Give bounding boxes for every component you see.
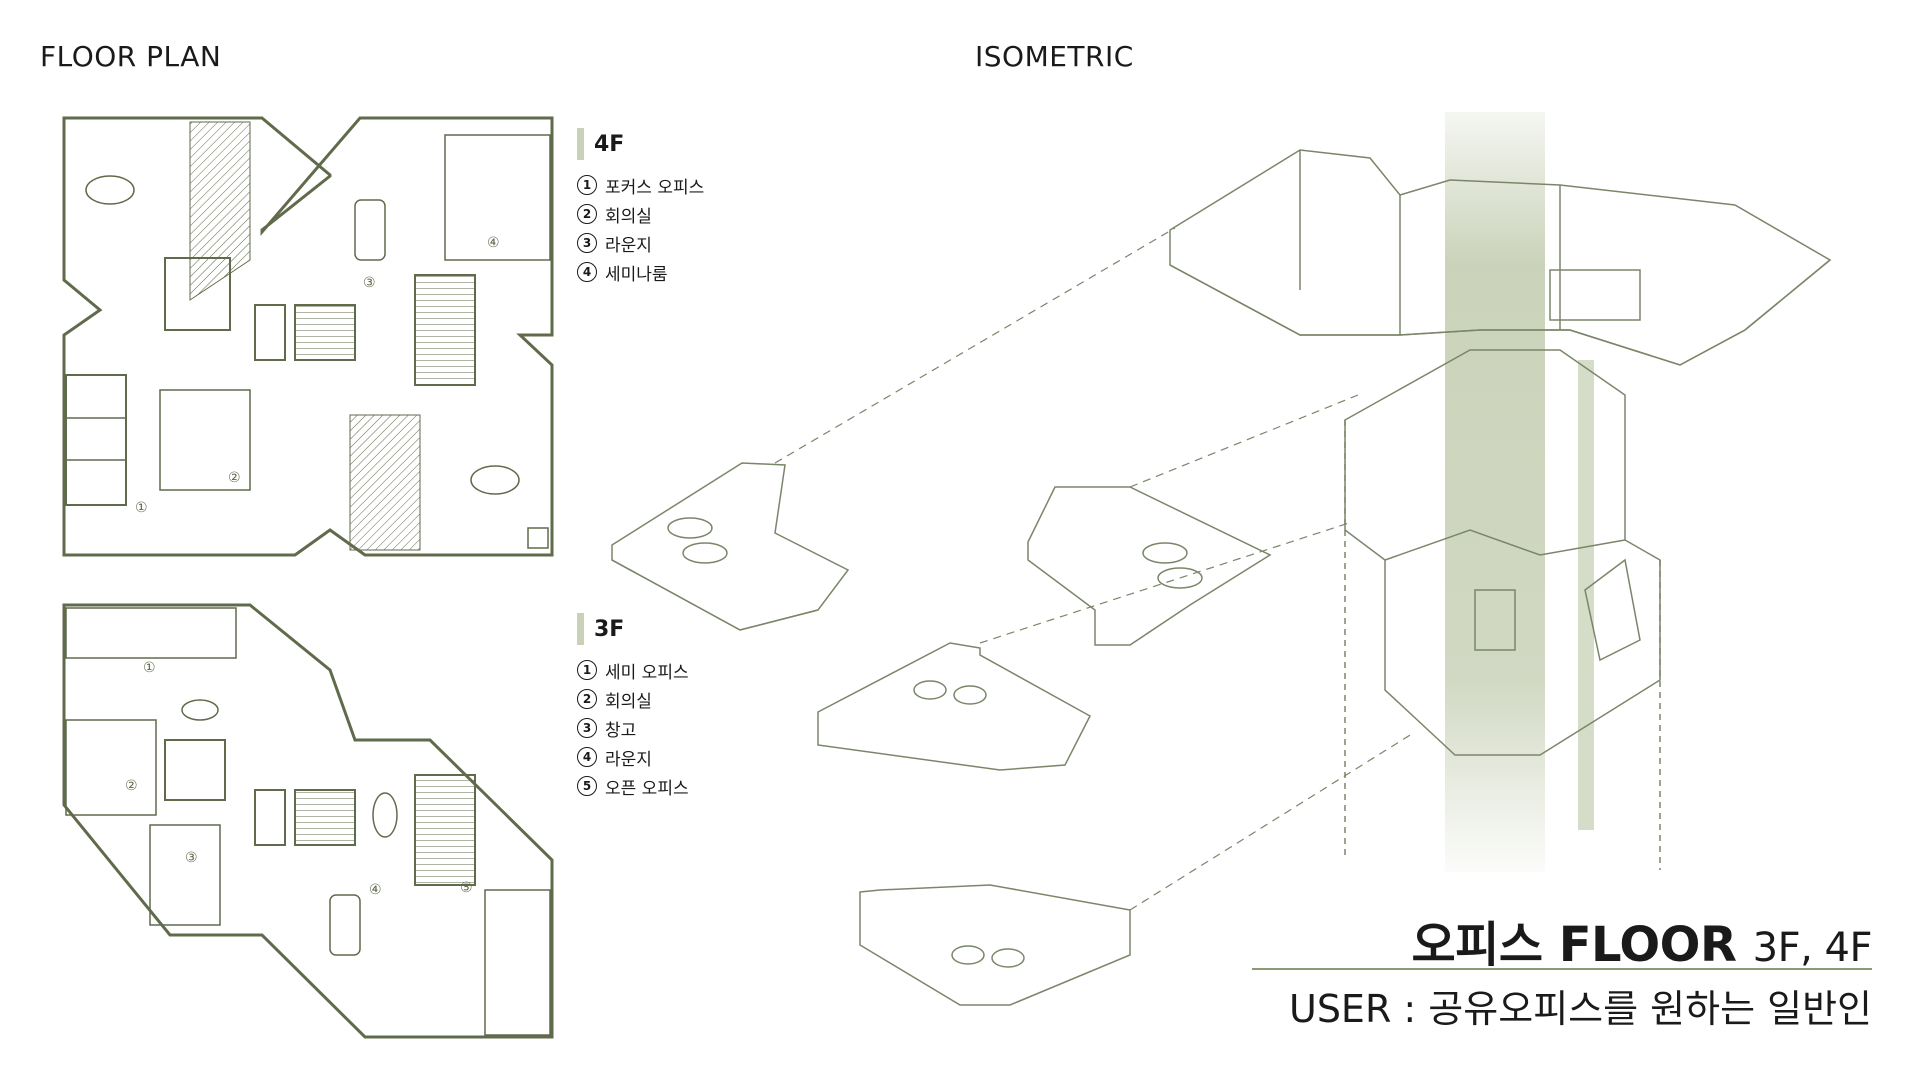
legend-4f-item: 2 회의실 <box>577 203 704 227</box>
caption-user-line: USER : 공유오피스를 원하는 일반인 <box>1289 987 1872 1031</box>
caption-title: 오피스 FLOOR 3F, 4F <box>1412 905 1873 975</box>
floor-plan-4f <box>62 116 554 557</box>
legend-number-badge: 1 <box>577 660 597 680</box>
projection-line-c <box>979 521 1353 644</box>
plan-4f-label-4: ④ <box>487 235 500 251</box>
isometric-heading: ISOMETRIC <box>975 40 1134 73</box>
isometric-slab-a <box>611 462 850 631</box>
legend-number-badge: 3 <box>577 718 597 738</box>
floor-plan-3f-core <box>164 739 226 801</box>
legend-item-label: 회의실 <box>605 206 652 227</box>
legend-item-label: 세미 오피스 <box>605 662 689 683</box>
isometric-shaft <box>1445 112 1545 872</box>
floor-plan-4f-elevator-a <box>254 304 286 361</box>
legend-item-label: 회의실 <box>605 691 652 712</box>
floor-plan-heading: FLOOR PLAN <box>40 40 222 73</box>
legend-3f: 3F 1 세미 오피스 2 회의실 3 창고 4 라운지 5 오픈 오피스 <box>577 613 689 804</box>
legend-number-badge: 2 <box>577 689 597 709</box>
legend-item-label: 오픈 오피스 <box>605 778 689 799</box>
floor-plan-4f-outline <box>62 116 554 557</box>
floor-plan-3f-meeting <box>65 719 157 816</box>
projection-line-b <box>1129 394 1359 488</box>
floor-plan-3f-labels: ① ② ③ ④ ⑤ <box>125 660 473 898</box>
isometric-slab-b <box>1027 486 1272 646</box>
projection-line-a <box>774 227 1176 464</box>
floor-plan-3f-stair <box>414 774 476 886</box>
legend-item-label: 라운지 <box>605 235 652 256</box>
floor-plan-4f-lounge-table-se <box>470 465 520 495</box>
plan-3f-label-5: ⑤ <box>460 880 473 896</box>
floor-plan-4f-shaft-sq <box>527 527 549 549</box>
legend-3f-item: 3 창고 <box>577 717 689 741</box>
floor-plan-4f-hatch-se <box>349 414 421 551</box>
floor-plan-3f <box>62 603 554 1039</box>
legend-3f-header: 3F <box>577 613 689 645</box>
floor-plan-4f-seminar <box>444 134 551 261</box>
floor-plan-4f-counter <box>354 199 386 261</box>
caption-title-main: 오피스 FLOOR <box>1411 917 1737 973</box>
legend-item-label: 세미나룸 <box>605 264 668 285</box>
caption-divider <box>1252 968 1872 970</box>
floor-plan-4f-rooms-sw <box>65 374 127 506</box>
floor-plan-4f-stair-east <box>414 274 476 386</box>
floor-plan-3f-elevator-a <box>254 789 286 846</box>
floor-plan-3f-elevator-b <box>294 789 356 846</box>
floor-plan-3f-open-office <box>484 889 551 1036</box>
legend-number-badge: 1 <box>577 175 597 195</box>
plan-4f-label-2: ② <box>228 470 241 486</box>
caption-title-floors: 3F, 4F <box>1752 925 1873 971</box>
isometric-slab-d <box>859 884 1131 1006</box>
floor-plan-4f-meeting <box>159 389 251 491</box>
plan-3f-label-4: ④ <box>369 882 382 898</box>
legend-4f-item: 4 세미나룸 <box>577 261 704 285</box>
floor-plan-3f-storage <box>149 824 221 926</box>
legend-number-badge: 3 <box>577 233 597 253</box>
legend-3f-item: 2 회의실 <box>577 688 689 712</box>
floor-plan-4f-labels: ① ② ③ ④ <box>135 235 500 516</box>
floor-plan-4f-elevator-b <box>294 304 356 361</box>
legend-4f-title: 4F <box>594 131 625 157</box>
legend-number-badge: 5 <box>577 776 597 796</box>
plan-4f-label-1: ① <box>135 500 148 516</box>
floor-plan-3f-semi-office <box>65 607 237 659</box>
floor-plan-4f-lounge-table-nw <box>85 175 135 205</box>
legend-4f-header: 4F <box>577 128 704 160</box>
projection-line-d <box>1129 731 1416 911</box>
legend-3f-title: 3F <box>594 616 625 642</box>
legend-number-badge: 2 <box>577 204 597 224</box>
legend-3f-item: 1 세미 오피스 <box>577 659 689 683</box>
isometric-drawing <box>611 112 1832 1006</box>
legend-4f-item: 1 포커스 오피스 <box>577 174 705 198</box>
floor-plan-4f-hatch-nw <box>189 121 251 301</box>
legend-4f: 4F 1 포커스 오피스 2 회의실 3 라운지 4 세미나룸 <box>577 128 704 290</box>
plan-3f-label-2: ② <box>125 778 138 794</box>
floor-plan-3f-outline <box>62 603 554 1039</box>
legend-number-badge: 4 <box>577 747 597 767</box>
floor-plan-3f-table-b <box>372 792 398 838</box>
legend-3f-item: 4 라운지 <box>577 746 689 770</box>
isometric-slab-c <box>817 642 1091 771</box>
legend-item-label: 포커스 오피스 <box>605 177 705 198</box>
plan-3f-label-3: ③ <box>185 850 198 866</box>
legend-item-label: 라운지 <box>605 749 652 770</box>
legend-item-label: 창고 <box>605 720 637 741</box>
plan-3f-label-1: ① <box>143 660 156 676</box>
legend-3f-bar <box>577 613 584 645</box>
floor-plan-3f-lounge-counter <box>329 894 361 956</box>
legend-3f-item: 5 오픈 오피스 <box>577 775 689 799</box>
legend-4f-item: 3 라운지 <box>577 232 704 256</box>
legend-number-badge: 4 <box>577 262 597 282</box>
plan-4f-label-3: ③ <box>363 275 376 291</box>
floor-plan-3f-table <box>181 699 219 721</box>
legend-4f-bar <box>577 128 584 160</box>
